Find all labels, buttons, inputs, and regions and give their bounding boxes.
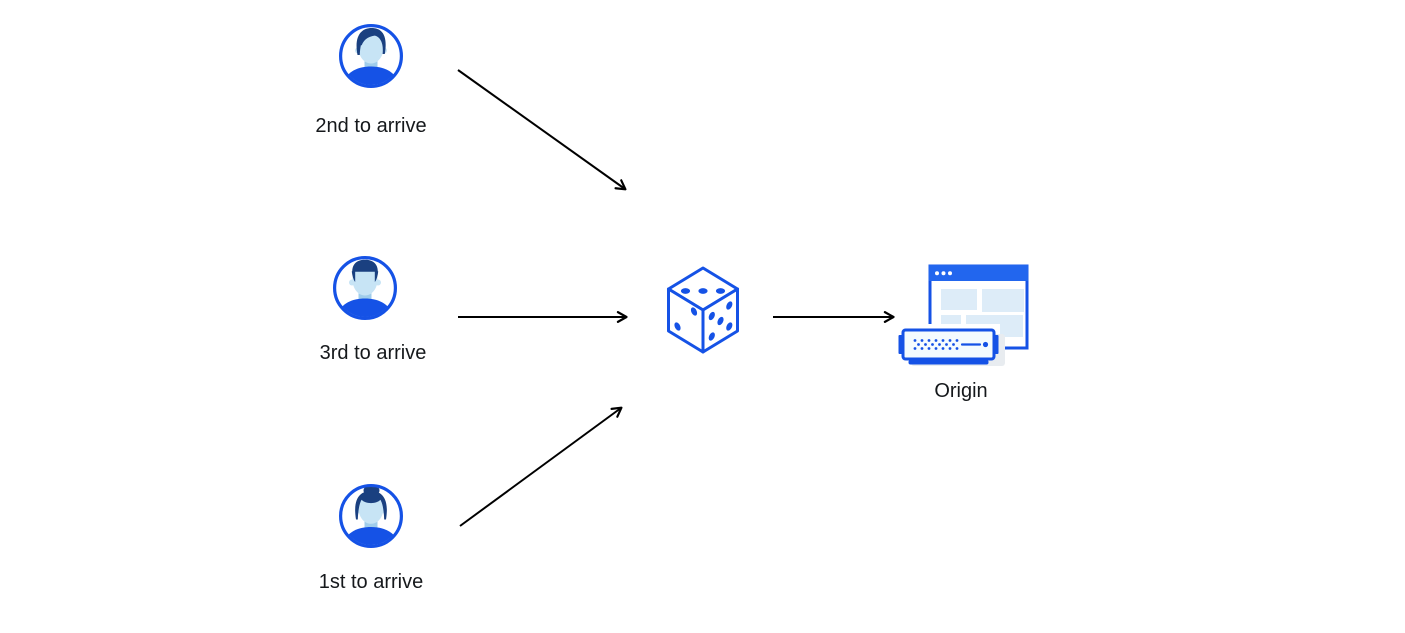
user-avatar-male-short-hair-icon [333, 256, 397, 320]
arrow-client-1st-to-dice [459, 406, 623, 527]
dice-group [665, 265, 741, 362]
origin-label: Origin [934, 380, 988, 402]
client-label-3rd: 3rd to arrive [319, 342, 427, 364]
user-avatar-male-icon [339, 24, 403, 88]
origin-server-icon [898, 264, 1029, 366]
client-label-2nd: 2nd to arrive [315, 115, 427, 137]
client-group-1st [338, 483, 404, 554]
client-group-2nd [338, 23, 404, 94]
dice-icon [667, 266, 739, 354]
origin-group [896, 262, 1030, 371]
client-group-3rd [332, 255, 398, 326]
client-label-1st: 1st to arrive [318, 571, 424, 593]
user-avatar-female-icon [339, 484, 403, 548]
server-dot-grid [913, 339, 959, 350]
